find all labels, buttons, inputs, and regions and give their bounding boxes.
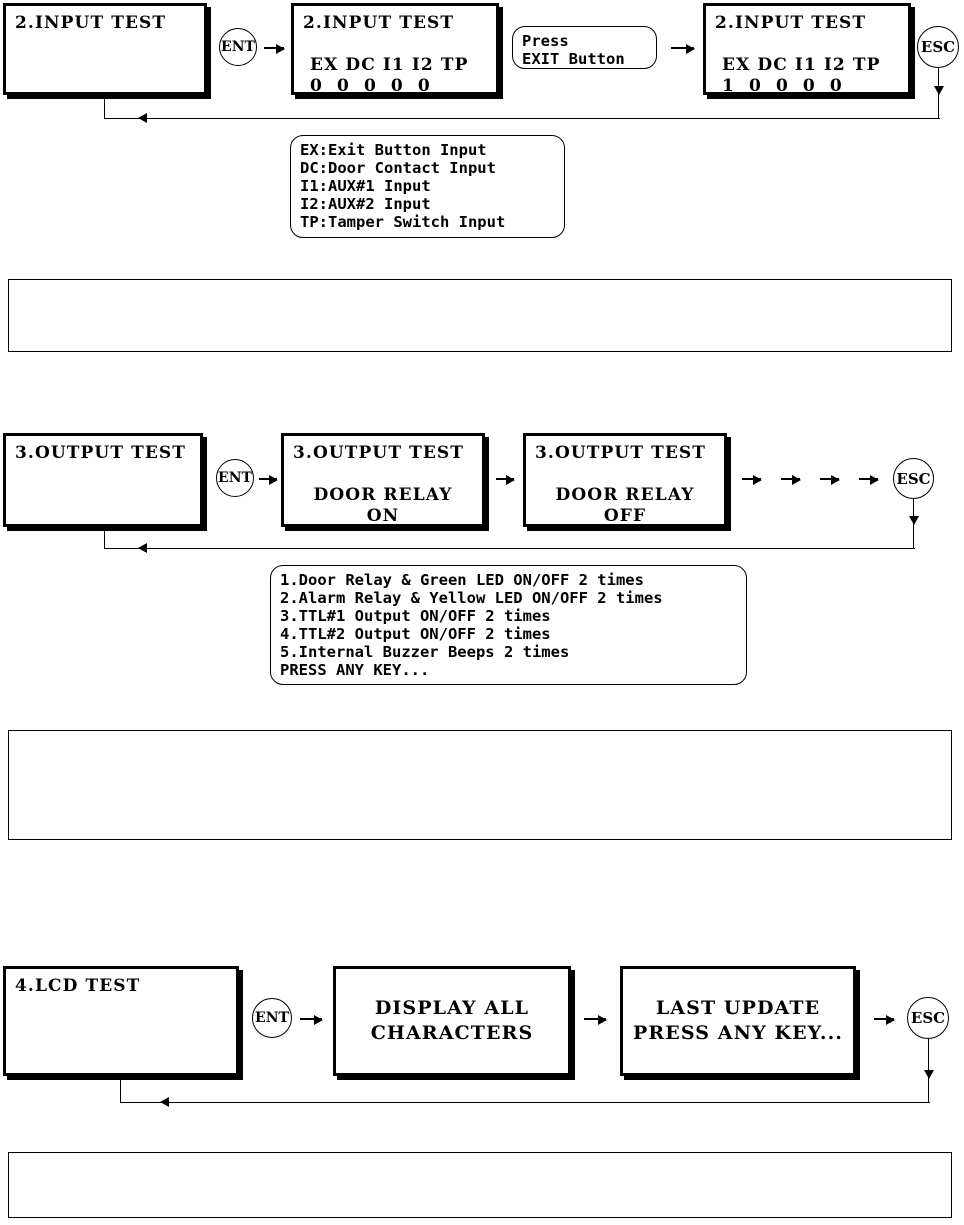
- legend-line: 4.TTL#2 Output ON/OFF 2 times: [280, 625, 551, 643]
- feedback-arrow-lcd-left: [160, 1097, 169, 1107]
- lcd-line-spacer: [535, 464, 715, 485]
- key-esc-lcd[interactable]: ESC: [907, 997, 949, 1039]
- feedback-arrow-input-down: [934, 86, 944, 95]
- lcd-line: DISPLAY ALL: [374, 997, 530, 1019]
- legend-line: I1:AUX#1 Input: [300, 177, 431, 195]
- lcd-line: PRESS ANY KEY...: [632, 1022, 844, 1044]
- key-esc-label: ESC: [910, 1009, 946, 1027]
- legend-line: I2:AUX#2 Input: [300, 195, 431, 213]
- feedback-arrow-input-left: [138, 113, 147, 123]
- note-panel-1: [8, 279, 952, 352]
- arrow-ent-to-door-relay-on: [259, 475, 278, 485]
- lcd-line: 3.OUTPUT TEST: [15, 443, 187, 463]
- lcd-line: DOOR RELAY: [313, 485, 453, 505]
- lcd-screen-input-values-ex-one: 2.INPUT TEST EX DC I1 I2 TP 1 0 0 0 0: [703, 3, 911, 96]
- key-esc-output[interactable]: ESC: [893, 458, 934, 499]
- lcd-line-spacer: [715, 34, 899, 55]
- key-esc-input[interactable]: ESC: [917, 26, 959, 68]
- feedback-arrow-output-down: [909, 516, 919, 525]
- lcd-line: 3.OUTPUT TEST: [293, 443, 465, 463]
- key-ent-label: ENT: [218, 470, 252, 486]
- lcd-line: 2.INPUT TEST: [303, 13, 455, 33]
- feedback-line-output-vertical-left: [104, 528, 105, 549]
- lcd-line: 3.OUTPUT TEST: [535, 443, 707, 463]
- arrow-ent-to-display-all: [300, 1015, 323, 1025]
- arrow-prompt-to-input-values-ex: [671, 44, 695, 54]
- lcd-line: DOOR RELAY: [555, 485, 695, 505]
- lcd-line: LAST UPDATE: [655, 997, 821, 1019]
- lcd-line: 1 0 0 0 0: [715, 76, 843, 96]
- feedback-line-input-vertical-left: [104, 96, 105, 119]
- lcd-line: ON: [366, 506, 400, 526]
- note-panel-3: [8, 1152, 952, 1218]
- legend-line: EX:Exit Button Input: [300, 141, 487, 159]
- key-esc-label: ESC: [920, 38, 956, 56]
- lcd-screen-display-all-characters: DISPLAY ALL CHARACTERS: [333, 966, 571, 1076]
- feedback-line-lcd-horizontal: [120, 1102, 930, 1103]
- arrow-display-all-to-last-update: [584, 1015, 607, 1025]
- legend-line: 5.Internal Buzzer Beeps 2 times: [280, 643, 570, 661]
- key-esc-label: ESC: [896, 469, 931, 488]
- key-ent-lcd[interactable]: ENT: [252, 998, 292, 1038]
- feedback-arrow-lcd-down: [924, 1070, 934, 1079]
- key-ent-label: ENT: [221, 39, 255, 55]
- lcd-line-spacer: [303, 34, 487, 55]
- lcd-line: 2.INPUT TEST: [715, 13, 867, 33]
- arrow-ent-to-input-values: [264, 44, 285, 54]
- prompt-press-exit-button: Press EXIT Button: [512, 26, 657, 69]
- lcd-screen-input-values-all-zero: 2.INPUT TEST EX DC I1 I2 TP 0 0 0 0 0: [291, 3, 499, 96]
- legend-line: 1.Door Relay & Green LED ON/OFF 2 times: [280, 571, 644, 589]
- arrow-door-relay-on-to-off: [496, 475, 515, 485]
- arrow-last-update-to-esc: [874, 1015, 895, 1025]
- lcd-screen-output-idle: 3.OUTPUT TEST: [3, 433, 203, 527]
- arrow-output-repeat-3: [820, 475, 840, 485]
- lcd-screen-output-door-relay-on: 3.OUTPUT TEST DOOR RELAY ON: [281, 433, 485, 527]
- lcd-line: 2.INPUT TEST: [15, 13, 167, 33]
- legend-line: PRESS ANY KEY...: [280, 661, 430, 679]
- lcd-screen-lcd-idle: 4.LCD TEST: [3, 966, 239, 1076]
- arrow-output-repeat-1: [742, 475, 762, 485]
- lcd-line-spacer: [293, 464, 473, 485]
- lcd-screen-output-door-relay-off: 3.OUTPUT TEST DOOR RELAY OFF: [523, 433, 727, 527]
- legend-line: 2.Alarm Relay & Yellow LED ON/OFF 2 time…: [280, 589, 663, 607]
- legend-input-signals: EX:Exit Button Input DC:Door Contact Inp…: [290, 135, 565, 238]
- note-panel-2: [8, 730, 952, 840]
- arrow-output-repeat-4: [859, 475, 879, 485]
- feedback-line-input-horizontal: [104, 118, 940, 119]
- lcd-line: OFF: [603, 506, 647, 526]
- legend-line: 3.TTL#1 Output ON/OFF 2 times: [280, 607, 551, 625]
- lcd-line: EX DC I1 I2 TP: [303, 55, 469, 75]
- lcd-line: 0 0 0 0 0: [303, 76, 431, 96]
- lcd-line: EX DC I1 I2 TP: [715, 55, 881, 75]
- legend-line: DC:Door Contact Input: [300, 159, 496, 177]
- prompt-line: Press: [522, 32, 569, 50]
- key-ent-label: ENT: [255, 1010, 289, 1026]
- lcd-screen-input-idle: 2.INPUT TEST: [3, 3, 207, 95]
- legend-output-sequence: 1.Door Relay & Green LED ON/OFF 2 times …: [270, 565, 747, 685]
- feedback-line-output-horizontal: [104, 548, 915, 549]
- feedback-arrow-output-left: [138, 543, 147, 553]
- lcd-line: CHARACTERS: [370, 1022, 534, 1044]
- prompt-line: EXIT Button: [522, 50, 625, 68]
- key-ent-output[interactable]: ENT: [216, 459, 254, 497]
- feedback-line-lcd-vertical-left: [120, 1077, 121, 1103]
- lcd-screen-last-update: LAST UPDATE PRESS ANY KEY...: [620, 966, 856, 1076]
- arrow-output-repeat-2: [781, 475, 801, 485]
- lcd-line: 4.LCD TEST: [15, 976, 141, 996]
- key-ent-input[interactable]: ENT: [219, 28, 257, 66]
- legend-line: TP:Tamper Switch Input: [300, 213, 506, 231]
